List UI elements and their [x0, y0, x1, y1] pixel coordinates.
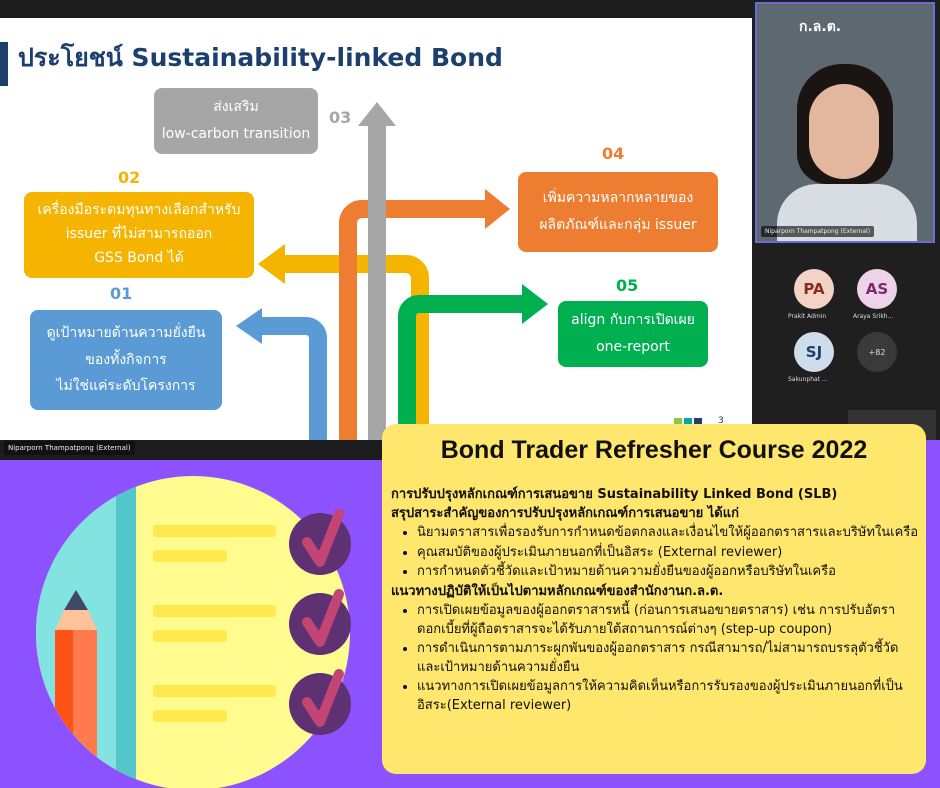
item-02-line: GSS Bond ได้ [94, 249, 184, 266]
arrow-05 [398, 295, 522, 440]
item-01-number: 01 [110, 284, 133, 303]
title-accent [0, 42, 8, 86]
arrow-02-head [258, 244, 285, 284]
item-04-number: 04 [602, 144, 625, 163]
meeting-top-bar [0, 0, 752, 18]
item-01-line: ของทั้งกิจการ [85, 351, 167, 368]
more-participants-button[interactable]: +82 [857, 332, 897, 372]
item-02-box: เครื่องมือระดมทุนทางเลือกสำหรับ issuer ที… [24, 192, 254, 278]
avatar[interactable]: AS [857, 269, 897, 309]
item-03-number: 03 [329, 108, 352, 127]
sec-logo: ก.ล.ต. [799, 19, 842, 35]
participant-name: Prakit Admin [788, 313, 827, 320]
list-item: นิยามตราสารเพื่อรองรับการกำหนดข้อตกลงและ… [417, 524, 921, 543]
item-04-line: ผลิตภัณฑ์และกลุ่ม issuer [539, 217, 697, 233]
check-icon [289, 589, 351, 655]
section-heading: แนวทางปฏิบัติให้เป็นไปตามหลักเกณฑ์ของสำน… [391, 583, 724, 599]
item-05-line: align กับการเปิดเผย [571, 312, 695, 329]
notebook-lines [153, 525, 276, 722]
item-01-line: ไม่ใช่แค่ระดับโครงการ [56, 378, 196, 395]
presenter-name-tag: Niparporn Thampatpong (External) [4, 441, 135, 455]
item-01-box: ดูเป้าหมายด้านความยั่งยืนของทั้งกิจการไม… [30, 310, 222, 410]
arrow-04 [339, 200, 485, 440]
item-05-number: 05 [616, 276, 639, 295]
participants-panel: ก.ล.ต. Niparporn Thampatpong (External) … [752, 0, 940, 440]
list-item: การกำหนดตัวชี้วัดและเป้าหมายด้านความยั่ง… [417, 563, 921, 582]
guideline-list: การเปิดเผยข้อมูลของผู้ออกตราสารหนี้ (ก่อ… [391, 602, 921, 715]
item-03-box: ส่งเสริม low-carbon transition [154, 88, 318, 154]
item-05-line: one-report [596, 339, 670, 355]
check-icon [289, 509, 351, 575]
course-info-card: Bond Trader Refresher Course 2022 การปรั… [382, 424, 926, 774]
course-info-body: การปรับปรุงหลักเกณฑ์การเสนอขาย Sustainab… [391, 486, 921, 716]
list-item: การดำเนินการตามภาระผูกพันของผู้ออกตราสาร… [417, 640, 921, 677]
section-subheading: สรุปสาระสำคัญของการปรับปรุงหลักเกณฑ์การเ… [391, 505, 739, 521]
arrow-01 [262, 317, 327, 440]
check-icon [289, 669, 351, 735]
slide-logo-squares [674, 418, 702, 426]
item-03-line: low-carbon transition [161, 126, 311, 142]
avatar[interactable]: SJ [794, 332, 834, 372]
participant-name: Sakunphat ... [788, 376, 828, 383]
video-name-label: Niparporn Thampatpong (External) [761, 226, 875, 237]
arrow-03-head [358, 102, 396, 126]
arrow-03 [368, 126, 386, 440]
item-05-box: align กับการเปิดเผย one-report [558, 301, 708, 367]
summary-list: นิยามตราสารเพื่อรองรับการกำหนดข้อตกลงและ… [391, 524, 921, 582]
item-02-number: 02 [118, 168, 141, 187]
arrow-05-head [522, 284, 548, 324]
pencil-lead [64, 590, 88, 610]
list-item: การเปิดเผยข้อมูลของผู้ออกตราสารหนี้ (ก่อ… [417, 602, 921, 639]
presenter-face [809, 84, 879, 179]
arrow-01-head [236, 308, 262, 344]
item-01-line: ดูเป้าหมายด้านความยั่งยืน [46, 325, 206, 342]
item-04-box: เพิ่มความหลากหลายของผลิตภัณฑ์และกลุ่ม is… [518, 172, 718, 252]
pencil-tip [55, 610, 97, 630]
item-03-line: ส่งเสริม [213, 99, 259, 116]
presenter-video[interactable]: ก.ล.ต. Niparporn Thampatpong (External) [755, 2, 935, 243]
participant-name: Araya Srikh... [853, 313, 894, 320]
arrows-graphic [236, 102, 702, 440]
avatar[interactable]: PA [794, 269, 834, 309]
list-item: คุณสมบัติของผู้ประเมินภายนอกที่เป็นอิสระ… [417, 544, 921, 563]
list-item: แนวทางการเปิดเผยข้อมูลการให้ความคิดเห็นห… [417, 678, 921, 715]
page-number: 3 [718, 416, 724, 426]
arrow-04-head [485, 189, 510, 229]
slide-title: ประโยชน์ Sustainability-linked Bond [18, 43, 503, 72]
arrow-02 [285, 255, 429, 440]
section-heading: การปรับปรุงหลักเกณฑ์การเสนอขาย Sustainab… [391, 487, 838, 502]
checklist-illustration [36, 476, 351, 788]
course-title: Bond Trader Refresher Course 2022 [440, 436, 868, 464]
item-02-line: เครื่องมือระดมทุนทางเลือกสำหรับ [37, 202, 241, 219]
item-04-line: เพิ่มความหลากหลายของ [542, 190, 694, 207]
item-02-line: issuer ที่ไม่สามารถออก [65, 226, 213, 243]
shared-slide: ประโยชน์ Sustainability-linked Bond 01 ด… [0, 18, 752, 440]
